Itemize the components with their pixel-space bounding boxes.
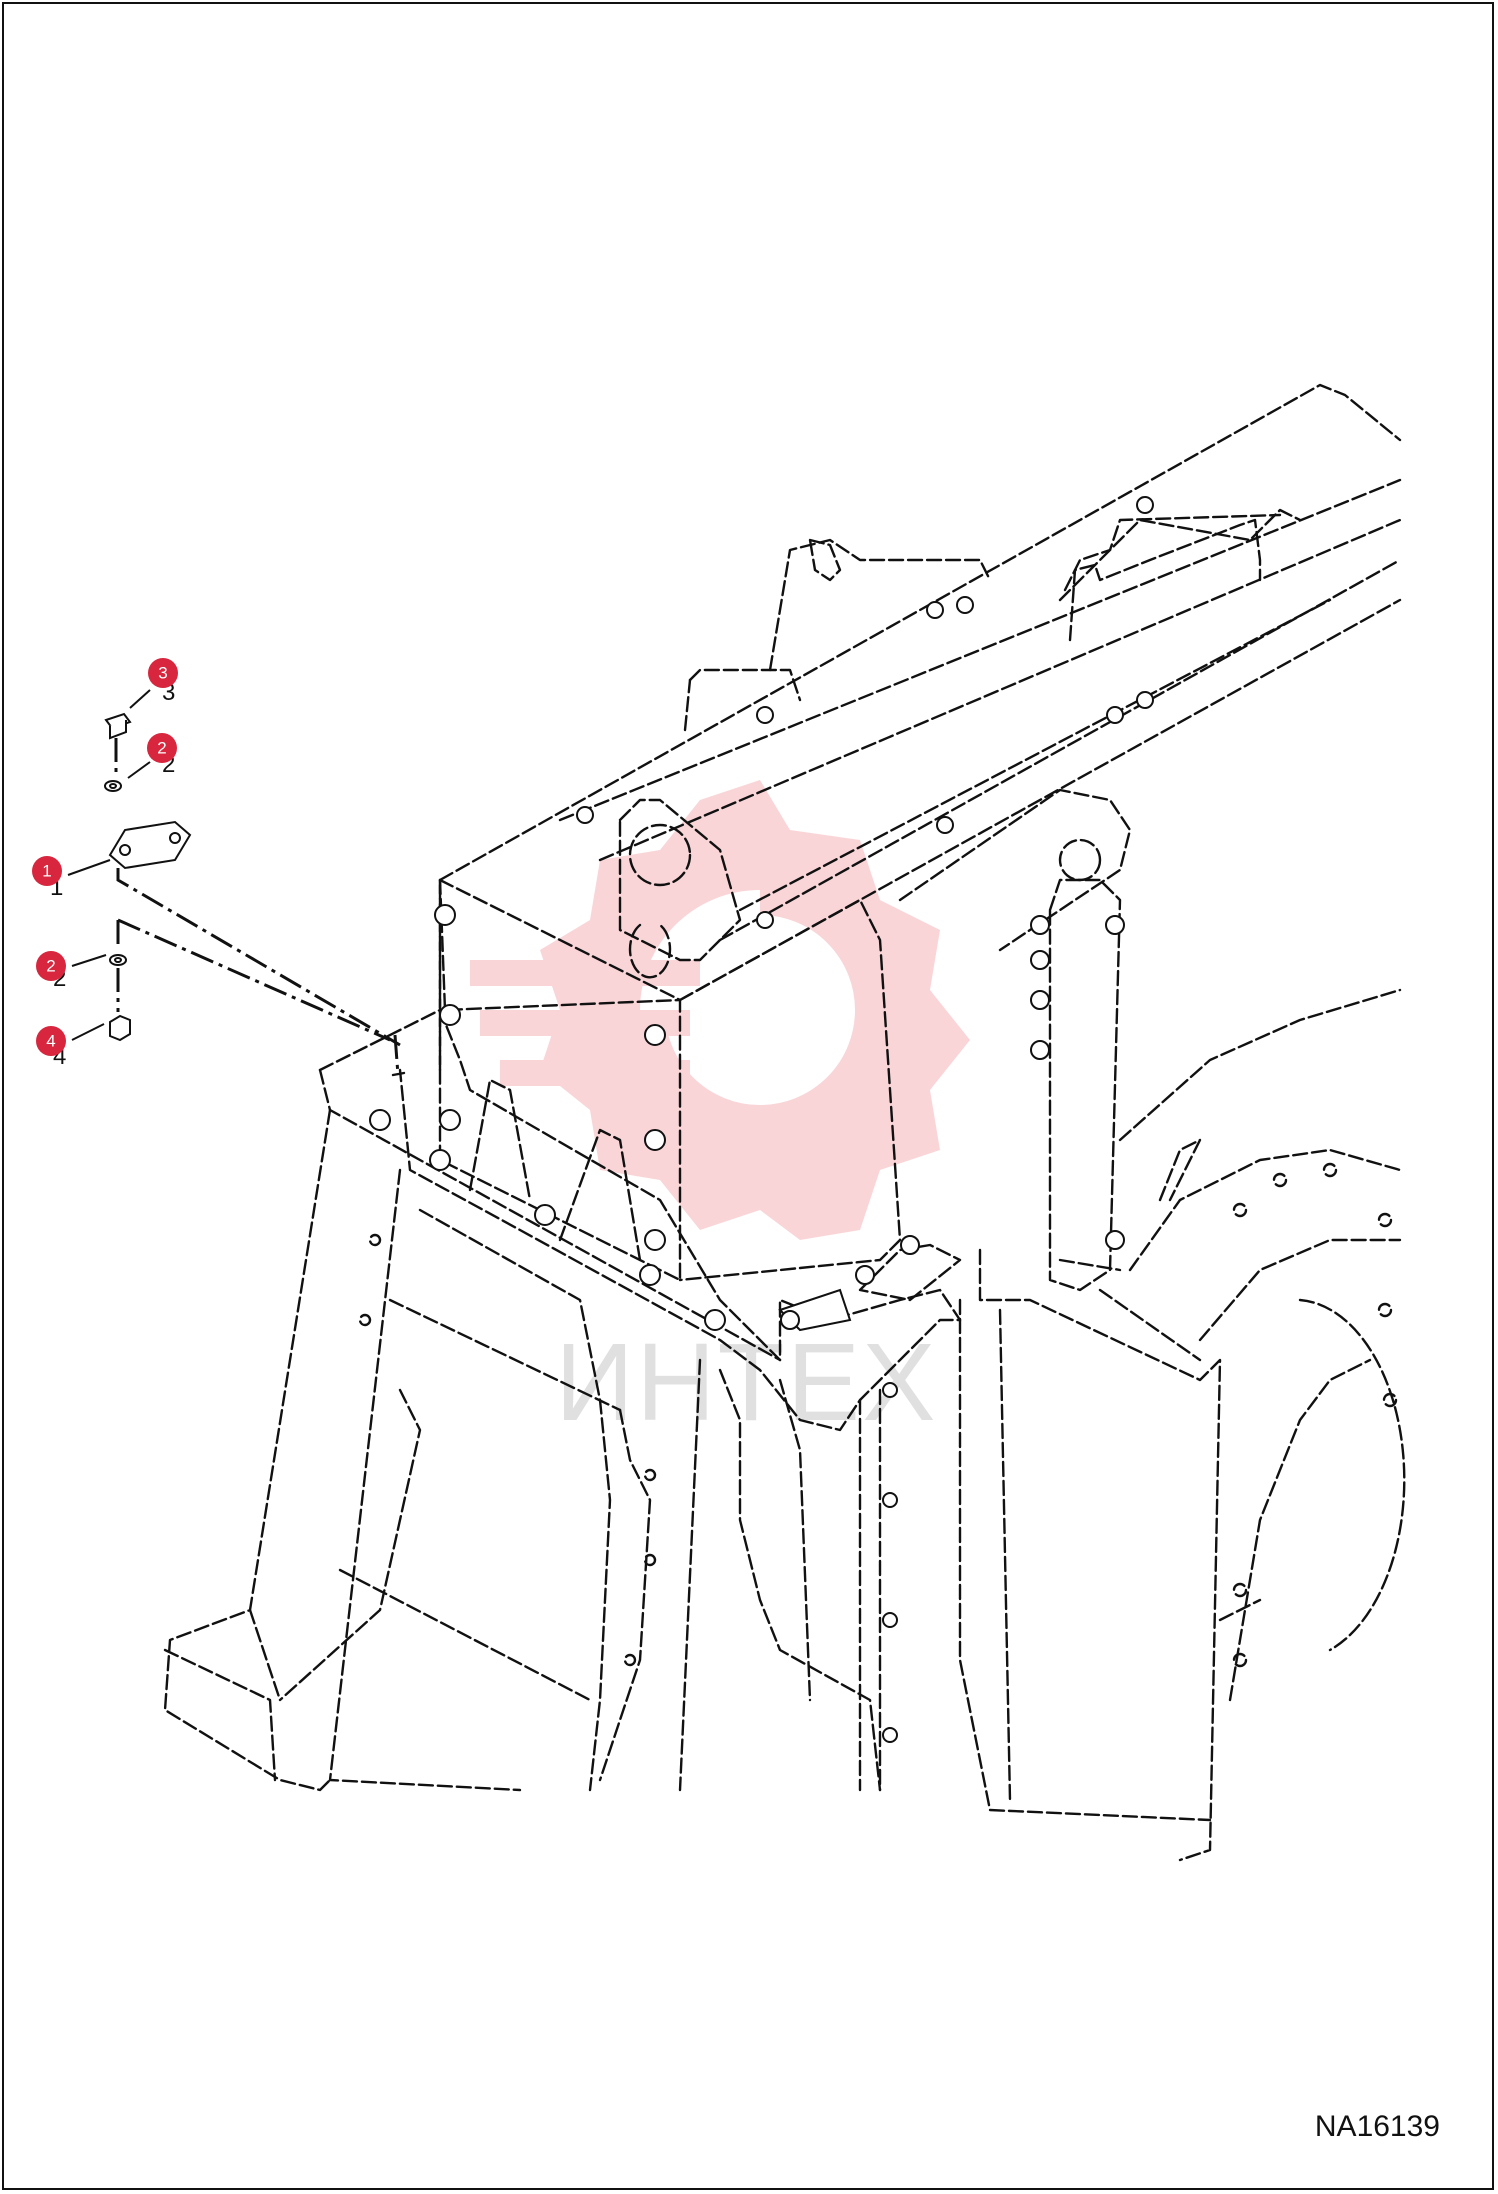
- callout-badge-2-top[interactable]: 2: [147, 733, 177, 763]
- callout-badge-4[interactable]: 4: [36, 1026, 66, 1056]
- bolt-part: [104, 712, 132, 740]
- callout-badge-2-top-label: 2: [157, 739, 166, 758]
- callout-badge-4-label: 4: [46, 1032, 55, 1051]
- top-washer-part: [104, 780, 122, 792]
- callout-badge-3[interactable]: 3: [148, 658, 178, 688]
- callout-badge-3-label: 3: [158, 664, 167, 683]
- drawing-number: NA16139: [1314, 2110, 1440, 2143]
- leader-lines: [67, 689, 151, 1041]
- machine-frame-drawing: [163, 383, 1406, 1862]
- callout-badge-1-label: 1: [42, 862, 51, 881]
- cover-plate-part: [108, 820, 192, 870]
- callout-badge-2-bottom[interactable]: 2: [36, 951, 66, 981]
- exploded-parts: [104, 712, 406, 1077]
- bottom-washer-part: [109, 954, 127, 966]
- bolt-heads: [358, 496, 1398, 1743]
- callout-badge-2-bottom-label: 2: [46, 957, 55, 976]
- watermark-text: ИНТЕХ: [555, 1321, 937, 1444]
- callout-badge-1[interactable]: 1: [32, 856, 62, 886]
- nut-part: [109, 1014, 131, 1042]
- watermark-gear-logo: [470, 780, 970, 1240]
